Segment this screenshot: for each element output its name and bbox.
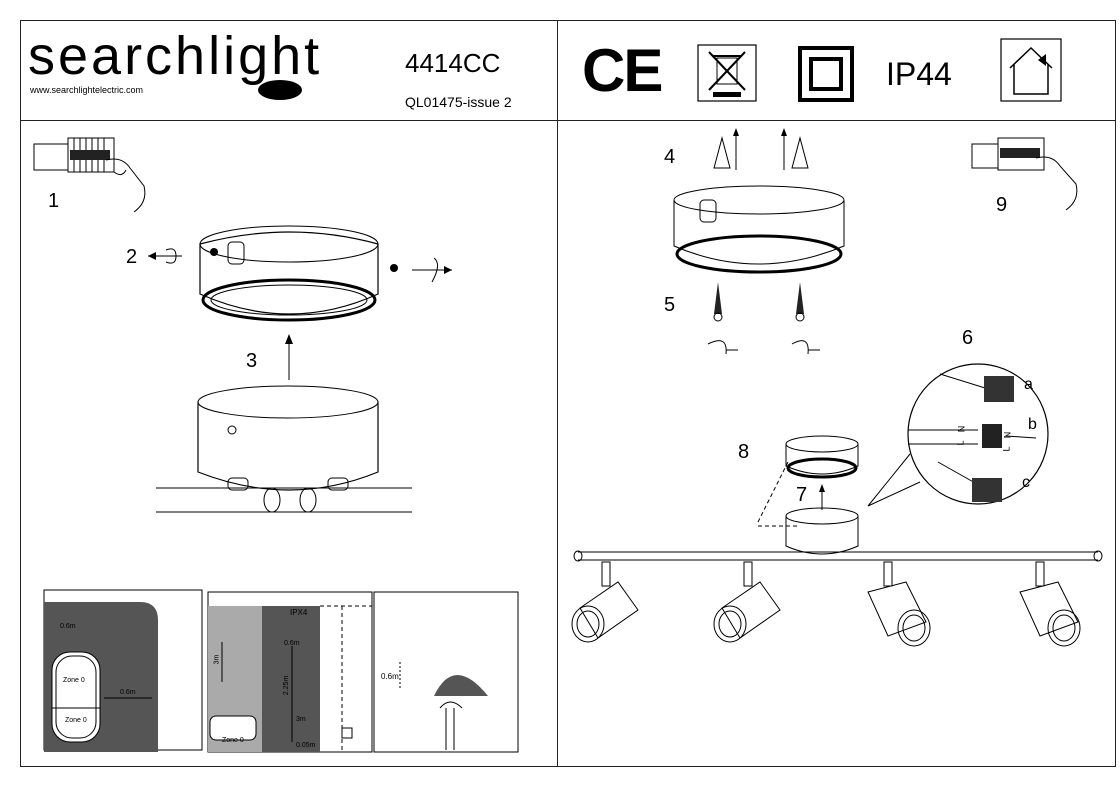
zone-label-zone0-bath: Zone 0 <box>222 737 244 744</box>
brand-logo-text: searchlight <box>28 26 323 86</box>
zone-label-06m-top: 0.6m <box>60 623 76 630</box>
zone-label-zone0-shower: Zone 0 <box>63 677 85 684</box>
logo-ellipse-mark <box>258 80 302 100</box>
class-ii-double-insulation-icon <box>798 46 854 102</box>
step-number-2: 2 <box>126 246 138 268</box>
zone-label-zone0-tray: Zone 0 <box>65 717 87 724</box>
right-panel-illustrations <box>571 128 1103 647</box>
wiring-label-b: b <box>1028 416 1037 433</box>
zone-label-ipx4-bath: IPX4 <box>290 608 308 617</box>
zone-label-3m-height: 3m <box>213 654 221 665</box>
weee-bin-icon <box>697 44 757 102</box>
canopy-unscrew-illustration <box>148 225 452 322</box>
wiring-label-a: a <box>1024 376 1033 393</box>
center-divider <box>557 20 558 767</box>
wiring-label-n: N <box>956 425 967 433</box>
canopy-fixing-illustration <box>673 185 845 274</box>
issue-number: QL01475-issue 2 <box>405 94 512 110</box>
base-on-bar-illustration <box>156 385 412 513</box>
step-number-7: 7 <box>796 484 808 506</box>
indoor-use-icon <box>1000 38 1062 102</box>
step-number-6: 6 <box>962 327 974 349</box>
wiring-detail-magnifier <box>867 363 1049 507</box>
header-divider <box>20 120 1116 121</box>
website-url: www.searchlightelectric.com <box>30 85 144 95</box>
wiring-label-l: L <box>955 440 966 446</box>
product-code: 4414CC <box>405 48 501 78</box>
step-number-5: 5 <box>664 294 676 316</box>
terminal-block-hand-illustration <box>33 137 146 213</box>
canopy-mounting-spotlight <box>757 435 859 527</box>
bathroom-zone-diagram-plan <box>43 589 203 752</box>
screw-pair <box>707 282 820 355</box>
four-spotlight-bar <box>571 507 1103 647</box>
wall-plug-pair <box>713 128 809 170</box>
zone-label-005m: 0.05m <box>296 742 316 749</box>
zone-label-06m-side: 0.6m <box>120 689 136 696</box>
instruction-sheet-border <box>20 20 1116 767</box>
terminal-block-hand-illustration-9 <box>971 137 1078 211</box>
left-panel-illustrations <box>33 137 519 753</box>
zone-label-225m: 2.25m <box>283 675 291 696</box>
step-number-8: 8 <box>738 441 750 463</box>
bathroom-zone-diagram-elevation <box>207 591 373 753</box>
step-number-1: 1 <box>48 190 60 212</box>
wiring-label-l-right: L <box>1001 446 1012 452</box>
step-number-3: 3 <box>246 350 258 372</box>
zone-label-06m-bath: 0.6m <box>284 640 300 647</box>
zone-label-3m-floor: 3m <box>296 716 306 723</box>
zone-label-ipx4-lamp: IPX4 <box>434 669 452 678</box>
ce-mark: CE <box>582 37 663 104</box>
step-number-4: 4 <box>664 146 676 168</box>
step-number-9: 9 <box>996 194 1008 216</box>
wiring-label-c: c <box>1022 474 1030 491</box>
outdoor-zone-diagram <box>373 591 519 753</box>
zone-label-06m-lamp: 0.6m <box>381 672 399 681</box>
ip-rating: IP44 <box>886 56 952 92</box>
wiring-label-n-right: N <box>1002 431 1013 439</box>
